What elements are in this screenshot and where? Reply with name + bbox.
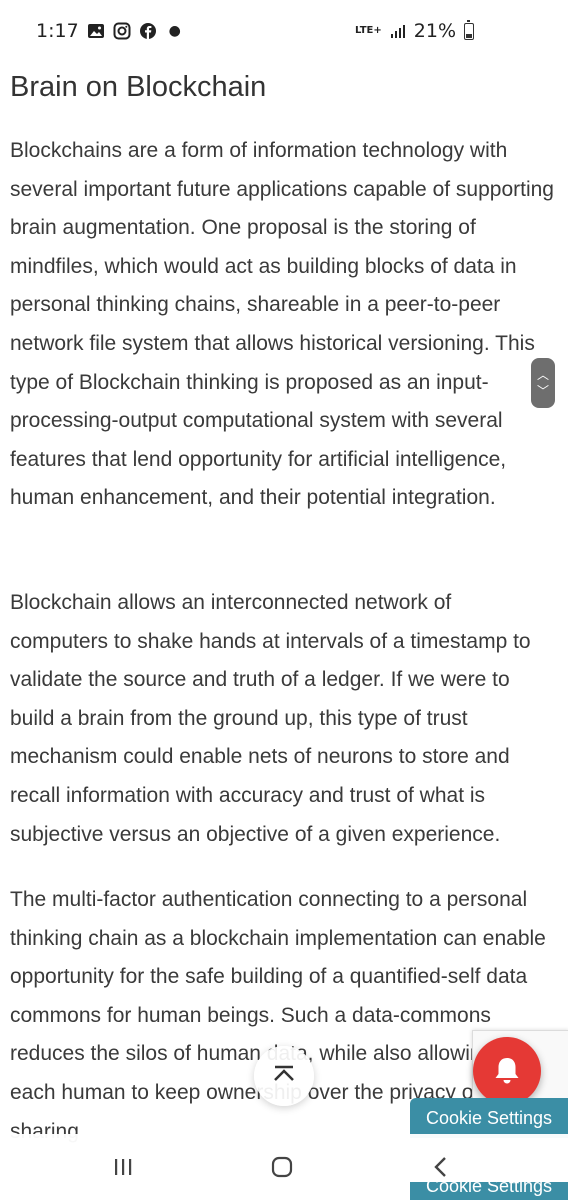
status-time: 1:17	[36, 20, 79, 42]
article-paragraph-2: Blockchain allows an interconnected netw…	[10, 591, 531, 846]
cookie-settings-button-duplicate[interactable]: Cookie Settings	[410, 1182, 568, 1200]
status-left: 1:17 ●	[36, 20, 181, 42]
recent-apps-button[interactable]	[103, 1152, 143, 1182]
notification-bell-button[interactable]	[473, 1037, 541, 1105]
article-title: Brain on Blockchain	[10, 71, 267, 103]
facebook-icon	[139, 22, 157, 40]
home-button[interactable]	[262, 1152, 302, 1182]
gallery-icon	[87, 22, 105, 40]
article: Brain on Blockchain Blockchains are a fo…	[10, 66, 555, 1143]
battery-percent: 21%	[413, 20, 456, 42]
status-right: LTE+ 21%	[355, 19, 474, 42]
signal-icon	[390, 23, 406, 39]
status-bar: 1:17 ● LTE+ 21%	[0, 0, 568, 62]
cookie-settings-button[interactable]: Cookie Settings	[410, 1098, 568, 1138]
home-icon	[271, 1156, 293, 1178]
chevron-down-icon: ﹀	[536, 384, 549, 398]
back-chevron-icon	[434, 1157, 446, 1177]
article-paragraph-1: Blockchains are a form of information te…	[10, 139, 554, 510]
recent-apps-icon	[115, 1159, 132, 1175]
network-type: LTE+	[355, 25, 382, 36]
fast-scroll-handle[interactable]: ︿ ﹀	[531, 358, 555, 408]
more-notifications-dot: ●	[168, 23, 181, 39]
instagram-icon	[113, 22, 131, 40]
battery-icon	[464, 19, 474, 40]
chevron-up-icon: ︿	[536, 368, 549, 382]
back-to-top-button[interactable]	[254, 1046, 314, 1106]
bell-icon	[495, 1058, 519, 1084]
chevron-up-icon	[274, 1065, 294, 1081]
back-button[interactable]	[421, 1152, 461, 1182]
battery-fill	[466, 34, 472, 38]
